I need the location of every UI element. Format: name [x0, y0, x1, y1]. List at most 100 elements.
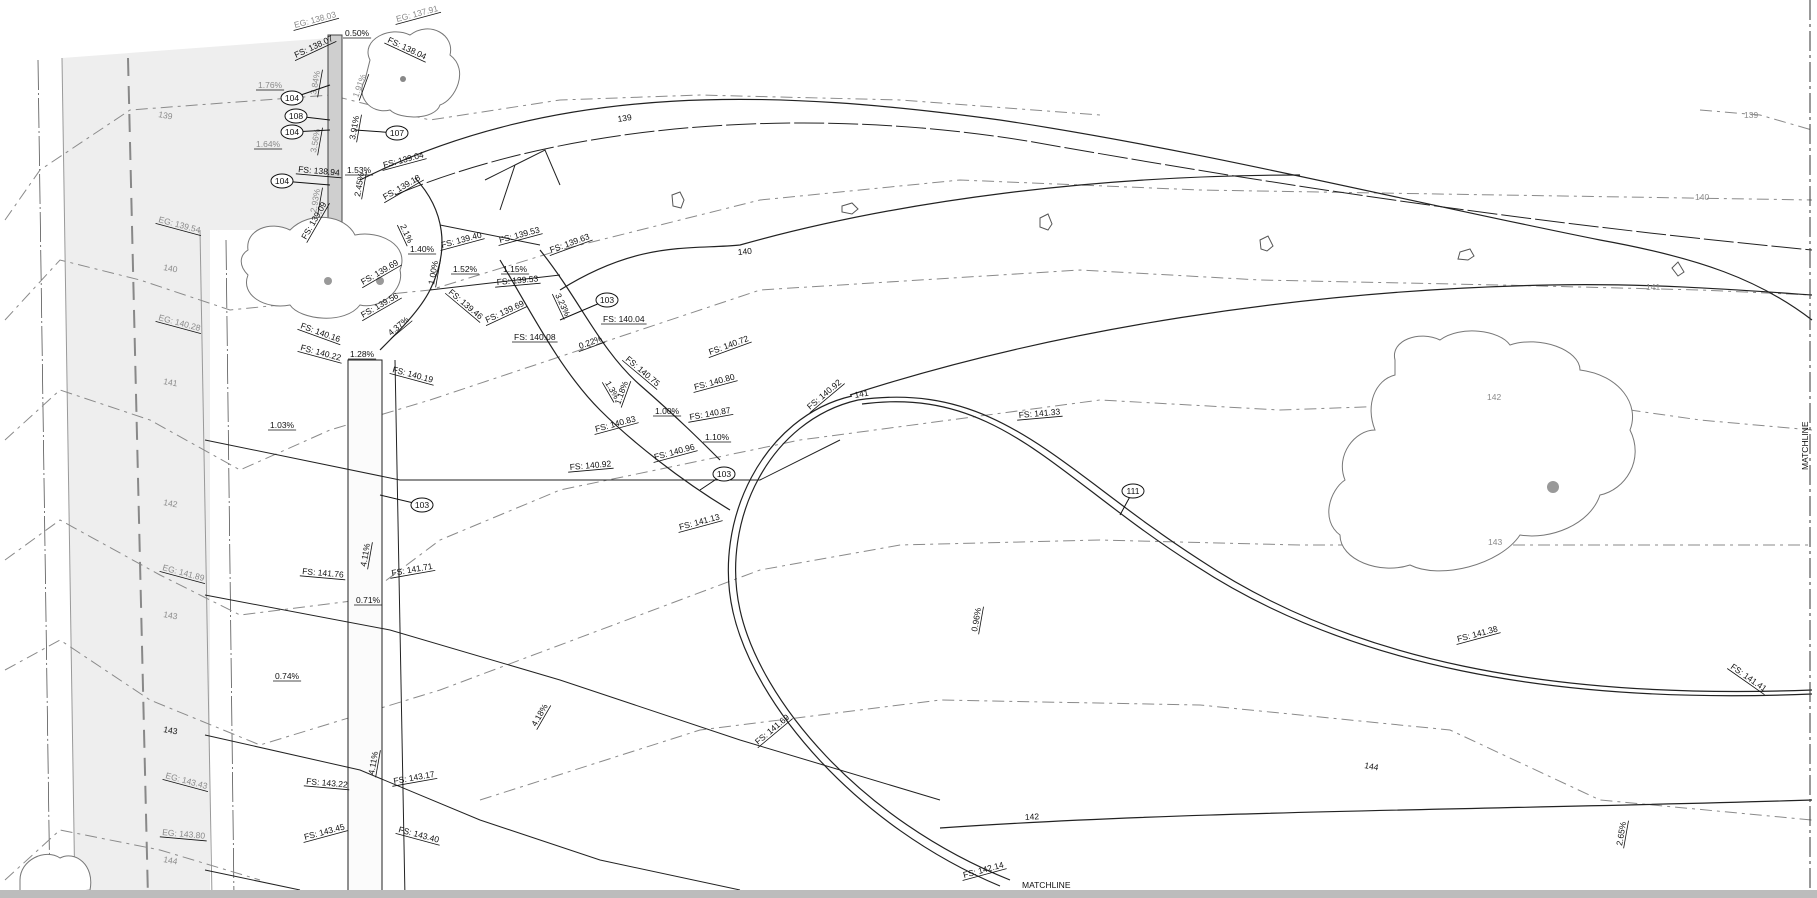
slope-label: 1.15% [501, 264, 530, 275]
grading-line [204, 734, 741, 891]
contour-label: 141 [854, 388, 870, 400]
finish-spot-label: FS: 139.18 [381, 172, 424, 204]
svg-text:EG: 138.03: EG: 138.03 [293, 9, 337, 30]
svg-text:103: 103 [717, 469, 731, 479]
svg-text:4.18%: 4.18% [529, 702, 550, 728]
existing-grade-label: EG: 138.03 [293, 9, 340, 31]
sidewalk-vertical [347, 359, 383, 898]
contour-label: 143 [163, 609, 179, 621]
slope-label: 2.65% [1614, 820, 1629, 849]
contour-label: 142 [163, 497, 179, 509]
svg-text:FS: 141.38: FS: 141.38 [1456, 623, 1499, 643]
finish-spot-label: FS: 140.16 [297, 320, 342, 346]
svg-text:111: 111 [1127, 486, 1140, 496]
slope-label: 3.56% [308, 127, 323, 156]
svg-text:EG: 137.91: EG: 137.91 [395, 3, 439, 24]
walkway-curve [439, 224, 541, 246]
contour-label: 141 [163, 376, 179, 388]
grading-line [204, 594, 941, 801]
svg-text:FS: 143.22: FS: 143.22 [306, 776, 349, 790]
svg-text:142: 142 [1487, 392, 1501, 402]
svg-text:1.53%: 1.53% [347, 165, 372, 175]
svg-text:144: 144 [1364, 760, 1380, 772]
svg-text:104: 104 [285, 93, 299, 103]
svg-text:FS: 139.40: FS: 139.40 [440, 229, 483, 249]
contour-label: 143 [1488, 537, 1502, 547]
trail-loop-outer [857, 396, 1813, 693]
finish-spot-label: FS: 140.96 [653, 441, 698, 463]
slope-label: 0.74% [273, 671, 302, 682]
svg-text:FS: 140.92: FS: 140.92 [569, 458, 612, 472]
rock-icon [671, 191, 685, 209]
svg-text:FS: 143.45: FS: 143.45 [303, 821, 346, 841]
slope-label: 2.1% [396, 223, 416, 247]
gate-icon [484, 149, 561, 211]
finish-spot-label: FS: 139.63 [548, 231, 593, 256]
svg-text:FS: 141.13: FS: 141.13 [678, 511, 721, 531]
finish-spot-label: FS: 143.17 [392, 769, 438, 787]
contour-141-proposed [849, 284, 1813, 396]
svg-text:0.71%: 0.71% [356, 595, 381, 605]
proposed-grade-line-north [359, 98, 1813, 321]
slope-label: 1.40% [408, 244, 437, 255]
svg-text:1.00%: 1.00% [426, 259, 440, 285]
svg-text:0.74%: 0.74% [275, 671, 300, 681]
svg-text:107: 107 [390, 128, 404, 138]
finish-spot-label: FS: 140.22 [297, 342, 342, 364]
contour-144 [4, 829, 261, 881]
contour-label: 140 [737, 246, 752, 257]
contour-label: 142 [1487, 392, 1501, 402]
slope-label: 4.11% [366, 750, 381, 778]
svg-text:143: 143 [163, 609, 179, 621]
callout-bubble: 104 [270, 173, 331, 189]
finish-spot-label: FS: 142.14 [962, 859, 1007, 881]
tree-icon [1328, 330, 1636, 572]
svg-text:4.11%: 4.11% [358, 542, 372, 567]
svg-text:FS: 138.94: FS: 138.94 [298, 164, 341, 178]
finish-spot-label: FS: 139.04 [382, 149, 427, 171]
finish-spot-label: FS: 143.40 [395, 824, 440, 846]
contour-label: 139 [158, 109, 174, 121]
svg-text:1.28%: 1.28% [350, 349, 375, 359]
callout-bubble: 104 [280, 84, 331, 106]
finish-spot-label: FS: 140.83 [594, 413, 639, 435]
svg-text:2.93%: 2.93% [308, 187, 322, 213]
svg-text:FS: 141.41: FS: 141.41 [1729, 661, 1769, 693]
svg-text:1.64%: 1.64% [256, 139, 281, 149]
road-edge-line [199, 229, 213, 898]
callout-bubble: 111 [1119, 483, 1145, 516]
finish-spot-label: FS: 139.69 [484, 298, 528, 327]
svg-text:FS: 143.17: FS: 143.17 [393, 769, 436, 786]
svg-text:FS: 140.19: FS: 140.19 [391, 364, 434, 384]
sidewalk-edge [394, 359, 406, 898]
contour-141 [4, 269, 1813, 471]
matchline-label-south: MATCHLINE [1022, 880, 1071, 890]
rock-icon [1457, 248, 1475, 261]
finish-spot-label: FS: 143.22 [303, 776, 350, 791]
svg-text:FS: 140.22: FS: 140.22 [299, 342, 342, 362]
svg-text:EG: 143.80: EG: 143.80 [162, 827, 206, 841]
grading-line [204, 439, 841, 481]
walkway-curve [429, 274, 561, 291]
svg-text:FS: 140.83: FS: 140.83 [594, 413, 637, 433]
svg-text:141: 141 [1646, 282, 1660, 292]
finish-spot-label: FS: 140.04 [601, 314, 647, 325]
contour-label: 143 [163, 724, 179, 736]
slope-label: 2.45% [352, 171, 367, 200]
finish-spot-label: FS: 140.72 [707, 333, 752, 358]
rock-icon [1671, 261, 1685, 277]
svg-text:1.10%: 1.10% [705, 432, 730, 442]
grading-line [204, 869, 301, 891]
contour-140 [4, 179, 1813, 321]
contour-143 [4, 539, 1812, 746]
rock-icon [1039, 213, 1053, 231]
contour-144-east [479, 699, 1813, 821]
svg-text:1.40%: 1.40% [410, 244, 435, 254]
callout-bubble: 103 [559, 292, 619, 321]
tree-icon [19, 853, 92, 898]
svg-text:FS: 141.33: FS: 141.33 [1018, 406, 1061, 420]
svg-text:FS: 139.04: FS: 139.04 [382, 149, 425, 169]
trail-loop-west [727, 395, 1001, 887]
tree-icon [361, 28, 461, 118]
svg-text:140: 140 [1695, 192, 1709, 202]
